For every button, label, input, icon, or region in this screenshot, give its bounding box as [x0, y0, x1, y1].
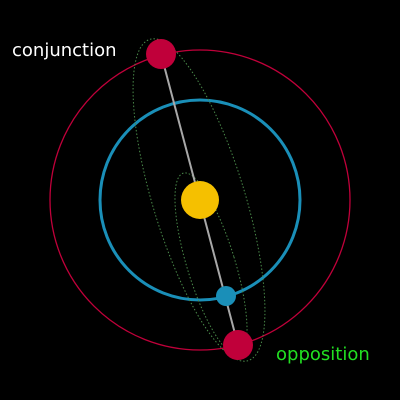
- inner-planet: [216, 286, 236, 306]
- opposition-label: opposition: [276, 344, 370, 365]
- relative-path-outer-loop: [132, 38, 266, 362]
- conjunction-label: conjunction: [12, 40, 117, 61]
- outer-planet-conjunction: [146, 39, 176, 69]
- outer-planet-opposition: [223, 330, 253, 360]
- outer-orbit: [49, 49, 351, 351]
- sun: [181, 181, 219, 219]
- inner-orbit: [98, 98, 302, 302]
